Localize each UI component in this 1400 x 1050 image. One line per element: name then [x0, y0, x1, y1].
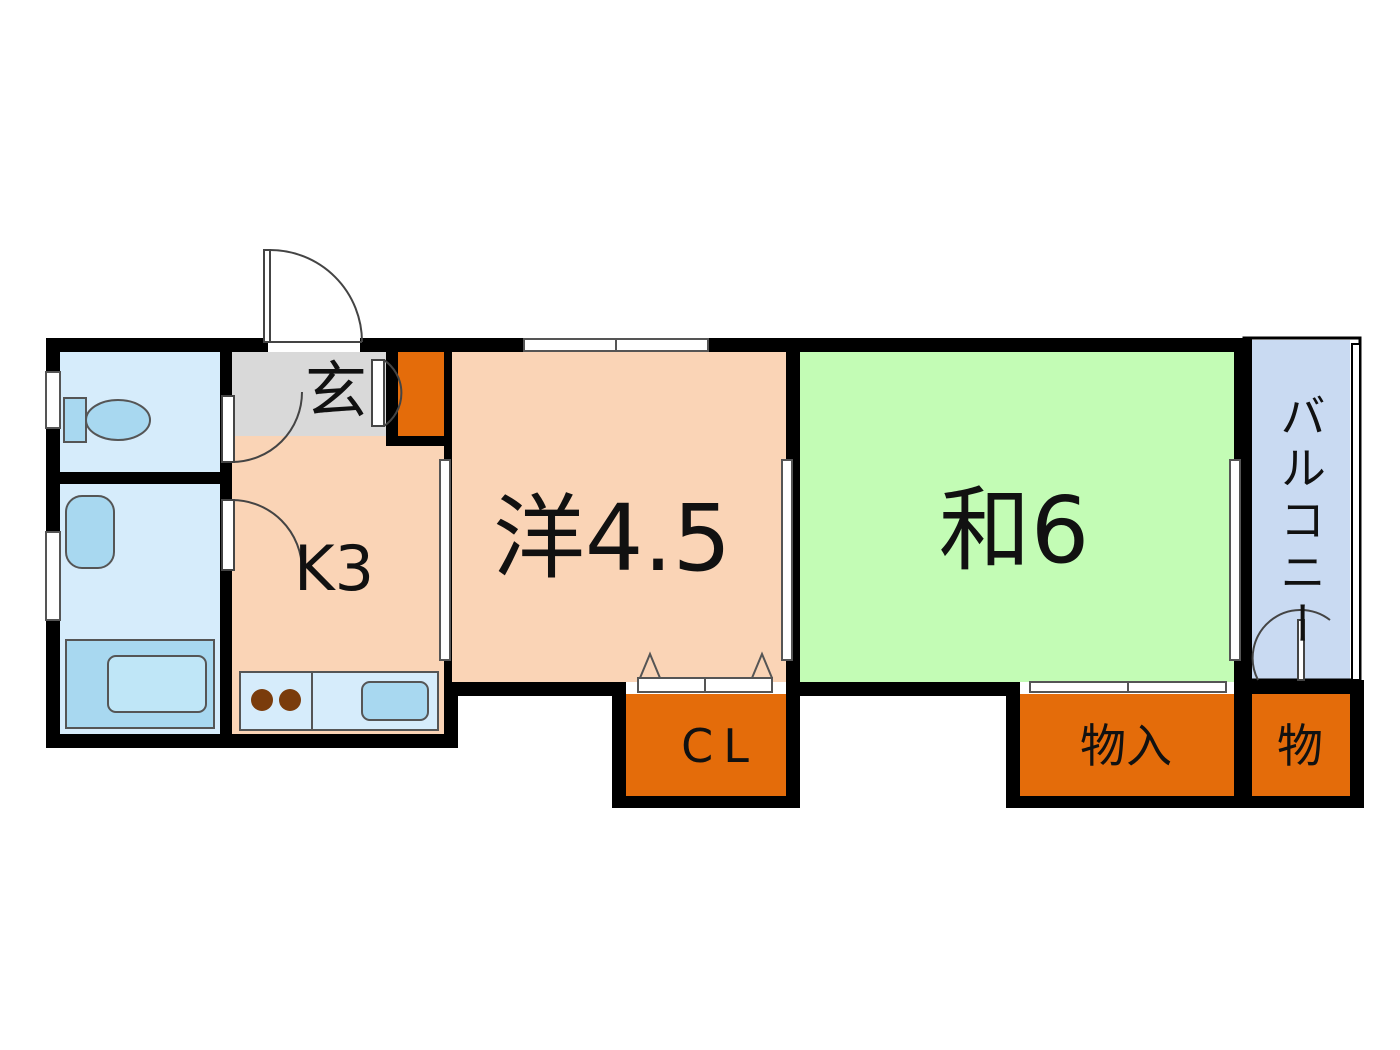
genkan-label: 玄 [305, 354, 367, 427]
balcony-door [1297, 619, 1305, 681]
entrance-door [263, 249, 363, 343]
toilet-tank [63, 397, 87, 443]
toilet-door [221, 395, 235, 463]
kitchen-sink [361, 681, 429, 721]
stove-burner-left [251, 689, 273, 711]
balcony-label: バルコニー [1273, 392, 1327, 652]
storage-main [1020, 694, 1234, 796]
bathtub-inner [107, 655, 207, 713]
toilet-bowl [85, 399, 151, 441]
storage-small [1252, 694, 1350, 796]
western-room-label: 洋4.5 [493, 485, 731, 592]
washbasin [65, 495, 115, 569]
shoe-storage-door [371, 359, 385, 427]
japanese-room-floor [794, 352, 1236, 682]
japanese-room-label: 和6 [939, 477, 1090, 584]
kitchen-label: K3 [294, 532, 374, 605]
storage-main-label: 物入 [1080, 719, 1172, 773]
genkan-floor [232, 352, 390, 436]
closet-cl [626, 694, 786, 796]
storage-small-label: 物 [1277, 719, 1323, 773]
windows [45, 338, 1241, 693]
western-room-floor [452, 352, 786, 682]
stove-burner-right [279, 689, 301, 711]
bath-door [221, 499, 235, 571]
closet-label: CL [681, 719, 759, 773]
genkan-shoe-storage [398, 352, 444, 436]
